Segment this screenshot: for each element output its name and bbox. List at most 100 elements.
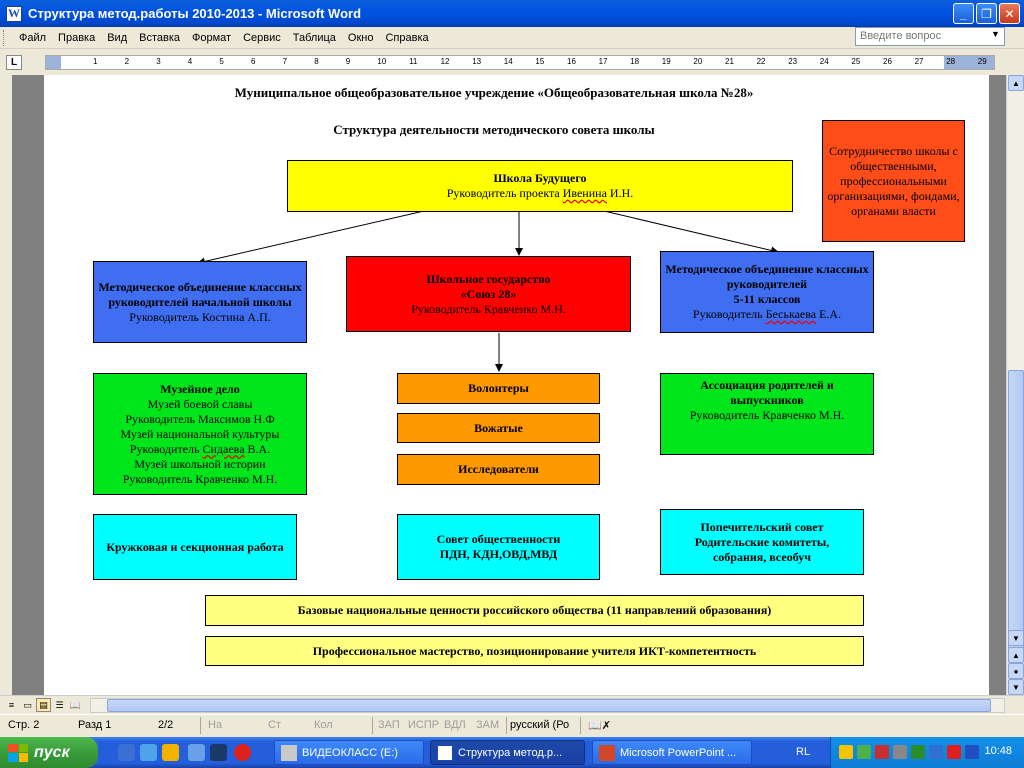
status-language[interactable]: русский (Ро: [510, 719, 570, 731]
box-school-state[interactable]: Школьное государство «Союз 28» Руководит…: [346, 256, 631, 332]
web-view-button[interactable]: ▭: [23, 699, 32, 710]
ruler-tick: 29: [977, 57, 987, 66]
menu-insert[interactable]: Вставка: [139, 31, 181, 44]
box-volunteers[interactable]: Волонтеры: [397, 373, 600, 404]
status-record-macro[interactable]: ЗАП: [378, 719, 400, 731]
box-school-future[interactable]: Школа Будущего Руководитель проекта Ивен…: [287, 160, 793, 212]
word-task-icon: [437, 744, 453, 761]
spelling-status-icon[interactable]: 📖✗: [588, 720, 611, 732]
display-tray-icon[interactable]: [929, 745, 943, 759]
ruler-tick: 22: [756, 57, 766, 66]
help-dropdown-icon[interactable]: ▼: [991, 29, 1000, 39]
maximize-button[interactable]: ❐: [976, 3, 997, 24]
trustees-committees: Родительские комитеты,: [694, 534, 830, 549]
status-track-changes[interactable]: ИСПР: [408, 719, 440, 731]
previous-page-button[interactable]: ▲: [1008, 647, 1024, 663]
windows-logo-icon: [8, 743, 28, 762]
status-overtype[interactable]: ЗАМ: [476, 719, 500, 731]
box-counselors[interactable]: Вожатые: [397, 413, 600, 443]
menu-table[interactable]: Таблица: [292, 31, 336, 44]
document-header: Муниципальное общеобразовательное учрежд…: [234, 85, 754, 100]
monitor-tray-icon[interactable]: [965, 745, 979, 759]
box-professional-mastery[interactable]: Профессиональное мастерство, позициониро…: [205, 636, 864, 666]
box-public-council[interactable]: Совет общественности ПДН, КДН,ОВД,МВД: [397, 514, 600, 580]
outline-view-button[interactable]: ☰: [55, 699, 64, 710]
box-museum[interactable]: Музейное дело Музей боевой славы Руковод…: [93, 373, 307, 495]
horizontal-scrollbar[interactable]: [90, 698, 1005, 713]
cooperation-text: Сотрудничество школы с общественными, пр…: [827, 143, 960, 218]
ruler-tick: 15: [535, 57, 545, 66]
word-app-icon[interactable]: W: [6, 5, 22, 22]
task-powerpoint[interactable]: Microsoft PowerPoint ...: [592, 740, 752, 765]
menu-tools[interactable]: Сервис: [243, 31, 281, 44]
vertical-scrollbar[interactable]: ▲ ▼ ▲ ● ▼: [1006, 75, 1024, 695]
ruler-tick: 25: [851, 57, 861, 66]
powerpoint-task-icon: [599, 744, 615, 761]
ruler-tick: 6: [251, 57, 256, 66]
box-mo-primary[interactable]: Методическое объединение классных руково…: [93, 261, 307, 343]
minimize-button[interactable]: _: [953, 3, 974, 24]
council-members: ПДН, КДН,ОВД,МВД: [439, 547, 558, 561]
box-national-values[interactable]: Базовые национальные ценности российског…: [205, 595, 864, 626]
keyboard-language-indicator[interactable]: RL: [796, 746, 811, 758]
tab-selector[interactable]: L: [6, 55, 22, 70]
box-researchers[interactable]: Исследователи: [397, 454, 600, 485]
opera-quicklaunch-icon[interactable]: [234, 744, 251, 761]
next-page-button[interactable]: ▼: [1008, 679, 1024, 695]
box-mo-5-11[interactable]: Методическое объединение классных руково…: [660, 251, 874, 333]
school-state-union: «Союз 28»: [460, 286, 517, 301]
task-word-document[interactable]: Структура метод.р...: [430, 740, 585, 765]
search-quicklaunch-icon[interactable]: [188, 744, 205, 761]
network-tray-icon[interactable]: [857, 745, 871, 759]
media-quicklaunch-icon[interactable]: [140, 744, 157, 761]
help-search-input[interactable]: Введите вопрос: [855, 27, 1005, 46]
box-circles[interactable]: Кружковая и секционная работа: [93, 514, 297, 580]
ruler-tick: 28: [946, 57, 956, 66]
ruler-tick: 21: [725, 57, 734, 66]
update-tray-icon[interactable]: [911, 745, 925, 759]
menu-bar: Файл Правка Вид Вставка Формат Сервис Та…: [0, 27, 1024, 49]
box-parents-association[interactable]: Ассоциация родителей и выпускников Руков…: [660, 373, 874, 455]
security-tray-icon[interactable]: [839, 745, 853, 759]
counselors-label: Вожатые: [474, 420, 523, 435]
menu-edit[interactable]: Правка: [58, 31, 96, 44]
vertical-scroll-thumb[interactable]: [1008, 370, 1024, 660]
status-line: Ст: [268, 719, 281, 731]
menu-file[interactable]: Файл: [19, 31, 47, 44]
browse-object-button[interactable]: ●: [1008, 663, 1024, 679]
menu-grip[interactable]: [3, 29, 7, 46]
menu-view[interactable]: Вид: [107, 31, 128, 44]
ie-quicklaunch-icon[interactable]: [118, 744, 135, 761]
ruler-tick: 3: [156, 57, 161, 66]
close-button[interactable]: ✕: [999, 3, 1020, 24]
menu-format[interactable]: Формат: [192, 31, 232, 44]
normal-view-button[interactable]: ≡: [8, 700, 15, 710]
ruler-tick: 23: [788, 57, 798, 66]
menu-window[interactable]: Окно: [347, 31, 374, 44]
document-page[interactable]: Муниципальное общеобразовательное учрежд…: [44, 75, 989, 695]
volume-tray-icon[interactable]: [893, 745, 907, 759]
reading-view-button[interactable]: 📖: [69, 699, 82, 710]
museum-line-5: Музей школьной истории: [134, 456, 266, 471]
council-title: Совет общественности: [436, 532, 561, 546]
museum-title: Музейное дело: [160, 381, 240, 396]
desktop-quicklaunch-icon[interactable]: [210, 744, 227, 761]
task-videoclass[interactable]: ВИДЕОКЛАСС (E:): [274, 740, 424, 765]
view-bar: ≡ ▭ ▤ ☰ 📖: [0, 695, 1024, 713]
scroll-down-arrow[interactable]: ▼: [1008, 630, 1024, 646]
left-margin-strip: [0, 75, 12, 695]
menu-help[interactable]: Справка: [385, 31, 429, 44]
print-layout-button[interactable]: ▤: [36, 698, 51, 712]
opera-tray-icon[interactable]: [947, 745, 961, 759]
status-extend[interactable]: ВДЛ: [444, 719, 466, 731]
horizontal-scroll-thumb[interactable]: [107, 699, 991, 712]
antivirus-tray-icon[interactable]: [875, 745, 889, 759]
ruler-tick: 12: [440, 57, 450, 66]
box-trustees[interactable]: Попечительский совет Родительские комите…: [660, 509, 864, 575]
clock[interactable]: 10:48: [984, 745, 1012, 757]
scroll-up-arrow[interactable]: ▲: [1008, 75, 1024, 91]
player-quicklaunch-icon[interactable]: [162, 744, 179, 761]
box-cooperation[interactable]: Сотрудничество школы с общественными, пр…: [822, 120, 965, 242]
start-button[interactable]: пуск: [0, 737, 98, 768]
